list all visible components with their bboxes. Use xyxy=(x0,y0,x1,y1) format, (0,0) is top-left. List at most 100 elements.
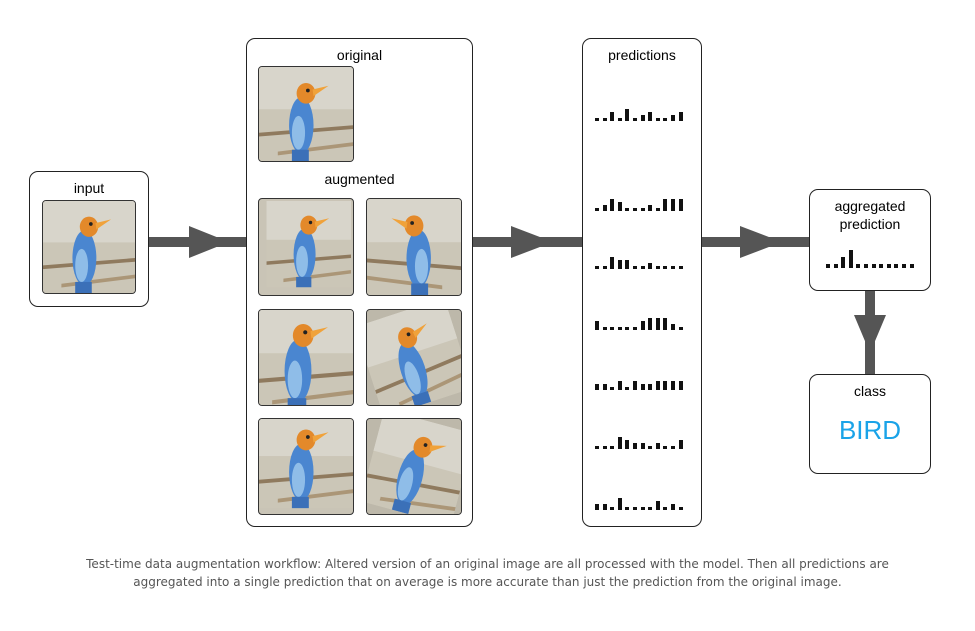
histogram-bar xyxy=(871,264,876,268)
histogram-bar xyxy=(625,260,630,269)
histogram-bar xyxy=(640,321,645,330)
histogram-bar xyxy=(671,324,675,330)
arrow-input-to-augmentation xyxy=(149,226,246,258)
histogram-bar xyxy=(625,507,630,510)
histogram-bar xyxy=(655,118,660,121)
histogram-bar xyxy=(610,446,615,449)
histogram-bar xyxy=(617,260,622,269)
histogram-bar xyxy=(648,263,653,269)
histogram-bar xyxy=(595,118,599,121)
prediction-histogram xyxy=(595,105,687,121)
histogram-bar xyxy=(617,381,622,390)
histogram-bar xyxy=(633,208,637,211)
histogram-bar xyxy=(602,384,607,390)
predictions-box: predictions xyxy=(582,38,702,527)
prediction-histogram xyxy=(595,314,687,330)
histogram-bar xyxy=(826,264,830,268)
histogram-bar xyxy=(663,318,668,330)
augmented-image xyxy=(366,198,462,296)
histogram-bar xyxy=(671,115,675,121)
class-value: BIRD xyxy=(838,415,902,445)
histogram-bar xyxy=(610,327,615,330)
histogram-bar xyxy=(648,446,653,449)
predictions-label: predictions xyxy=(608,47,676,63)
histogram-bar xyxy=(648,384,653,390)
histogram-bar xyxy=(663,199,668,211)
histogram-bar xyxy=(595,446,599,449)
histogram-bar xyxy=(678,266,683,269)
histogram-bar xyxy=(663,381,668,390)
histogram-bar xyxy=(671,199,675,211)
histogram-bar xyxy=(663,446,668,449)
histogram-bar xyxy=(663,507,668,510)
histogram-bar xyxy=(655,381,660,390)
augmented-image xyxy=(258,309,354,406)
histogram-bar xyxy=(633,266,637,269)
histogram-bar xyxy=(678,112,683,121)
histogram-bar xyxy=(610,112,615,121)
arrow-aggregated-to-class xyxy=(854,291,886,374)
prediction-histogram xyxy=(595,494,687,510)
aggregated-label-line2: prediction xyxy=(839,216,901,232)
arrow-predictions-to-aggregated xyxy=(702,226,809,258)
histogram-bar xyxy=(894,264,899,268)
original-label: original xyxy=(336,47,383,63)
histogram-bar xyxy=(663,266,668,269)
histogram-bar xyxy=(640,266,645,269)
histogram-bar xyxy=(602,266,607,269)
histogram-bar xyxy=(602,205,607,211)
histogram-bar xyxy=(595,384,599,390)
histogram-bar xyxy=(655,501,660,510)
histogram-bar xyxy=(625,208,630,211)
histogram-bar xyxy=(640,208,645,211)
original-image xyxy=(258,66,354,162)
histogram-bar xyxy=(595,504,599,510)
histogram-bar xyxy=(602,446,607,449)
histogram-bar xyxy=(856,264,861,268)
histogram-bar xyxy=(595,208,599,211)
histogram-bar xyxy=(655,266,660,269)
augmented-image xyxy=(366,309,462,406)
histogram-bar xyxy=(879,264,884,268)
histogram-bar xyxy=(625,327,630,330)
histogram-bar xyxy=(848,250,853,268)
aggregated-histogram xyxy=(826,248,918,268)
histogram-bar xyxy=(602,504,607,510)
class-label: class xyxy=(854,383,886,399)
histogram-bar xyxy=(595,321,599,330)
histogram-bar xyxy=(833,264,838,268)
histogram-bar xyxy=(678,381,683,390)
histogram-bar xyxy=(610,257,615,269)
arrow-augmentation-to-predictions xyxy=(473,226,582,258)
augmented-image xyxy=(258,198,354,296)
histogram-bar xyxy=(671,381,675,390)
histogram-bar xyxy=(671,266,675,269)
histogram-bar xyxy=(633,443,637,449)
histogram-bar xyxy=(617,118,622,121)
histogram-bar xyxy=(648,112,653,121)
histogram-bar xyxy=(640,507,645,510)
augmented-image xyxy=(258,418,354,515)
histogram-bar xyxy=(648,205,653,211)
histogram-bar xyxy=(648,318,653,330)
histogram-bar xyxy=(633,327,637,330)
histogram-bar xyxy=(671,504,675,510)
histogram-bar xyxy=(655,318,660,330)
histogram-bar xyxy=(655,443,660,449)
histogram-bar xyxy=(678,440,683,449)
histogram-bar xyxy=(678,199,683,211)
histogram-bar xyxy=(648,507,653,510)
histogram-bar xyxy=(678,507,683,510)
histogram-bar xyxy=(602,327,607,330)
augmented-image xyxy=(366,418,462,515)
histogram-bar xyxy=(640,384,645,390)
histogram-bar xyxy=(602,118,607,121)
histogram-bar xyxy=(671,446,675,449)
histogram-bar xyxy=(655,208,660,211)
histogram-bar xyxy=(595,266,599,269)
histogram-bar xyxy=(633,507,637,510)
histogram-bar xyxy=(886,264,891,268)
histogram-bar xyxy=(909,264,914,268)
prediction-histogram xyxy=(595,433,687,449)
histogram-bar xyxy=(633,118,637,121)
